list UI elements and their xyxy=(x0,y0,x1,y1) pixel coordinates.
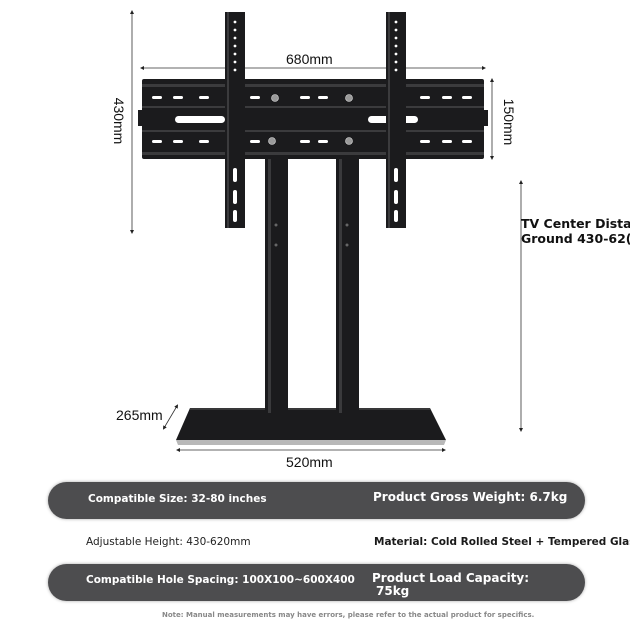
spec-load-capacity-label: Product Load Capacity: xyxy=(372,571,530,585)
center-note-line2: Ground 430-62( xyxy=(521,231,630,246)
spec-material: Material: Cold Rolled Steel + Tempered G… xyxy=(374,536,630,548)
spec-load-capacity-value: 75kg xyxy=(376,584,410,598)
spec-compatible-size: Compatible Size: 32-80 inches xyxy=(88,493,267,505)
base-width-dim-label: 520mm xyxy=(286,454,333,470)
spec-gross-weight: Product Gross Weight: 6.7kg xyxy=(373,490,568,504)
vesa-arms xyxy=(225,12,406,228)
base-depth-dim-line xyxy=(162,404,179,430)
center-note-line1: TV Center Dista xyxy=(521,216,630,231)
width-dim-label: 680mm xyxy=(286,51,333,67)
base-plate xyxy=(176,408,446,445)
dimension-lines xyxy=(130,10,523,452)
support-columns xyxy=(262,150,362,418)
base-depth-dim-label: 265mm xyxy=(116,407,163,423)
height-dim-label: 430mm xyxy=(111,97,127,145)
vesa-dim-label: 150mm xyxy=(501,98,517,146)
spec-adjustable-height: Adjustable Height: 430-620mm xyxy=(86,536,251,548)
spec-hole-spacing: Compatible Hole Spacing: 100X100~600X400 xyxy=(86,574,355,586)
mounting-plate xyxy=(138,79,488,159)
tv-center-height-note: TV Center Dista Ground 430-62( xyxy=(521,216,630,246)
spec-bar-bottom xyxy=(48,564,585,601)
spec-bar-top xyxy=(48,482,585,519)
footnote: Note: Manual measurements may have error… xyxy=(162,611,535,619)
